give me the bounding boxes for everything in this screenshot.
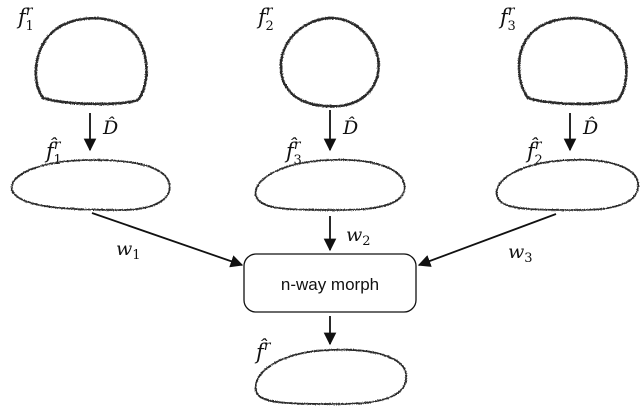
top-shape-3 [517,16,628,106]
weight-label-3: w3 [508,241,533,266]
transform-label-1: D̂ [102,117,118,139]
weight-label-2: w2 [346,224,371,249]
output-shape [254,348,407,405]
top-shape-1 [34,16,148,106]
morph-box [243,253,417,313]
middle-shape-2 [254,158,406,211]
morph-box-label: n-way morph [281,275,379,294]
transform-label-3: D̂ [582,117,598,139]
middle-shape-3 [495,158,639,211]
weight-arrow-1 [91,212,244,268]
weight-label-1: w1 [116,238,141,263]
output-label: f̂r [254,338,272,364]
transform-label-2: D̂ [342,117,358,139]
middle-shape-1 [10,159,171,211]
top-shape-2 [279,16,380,108]
weight-arrow-3 [417,213,557,267]
